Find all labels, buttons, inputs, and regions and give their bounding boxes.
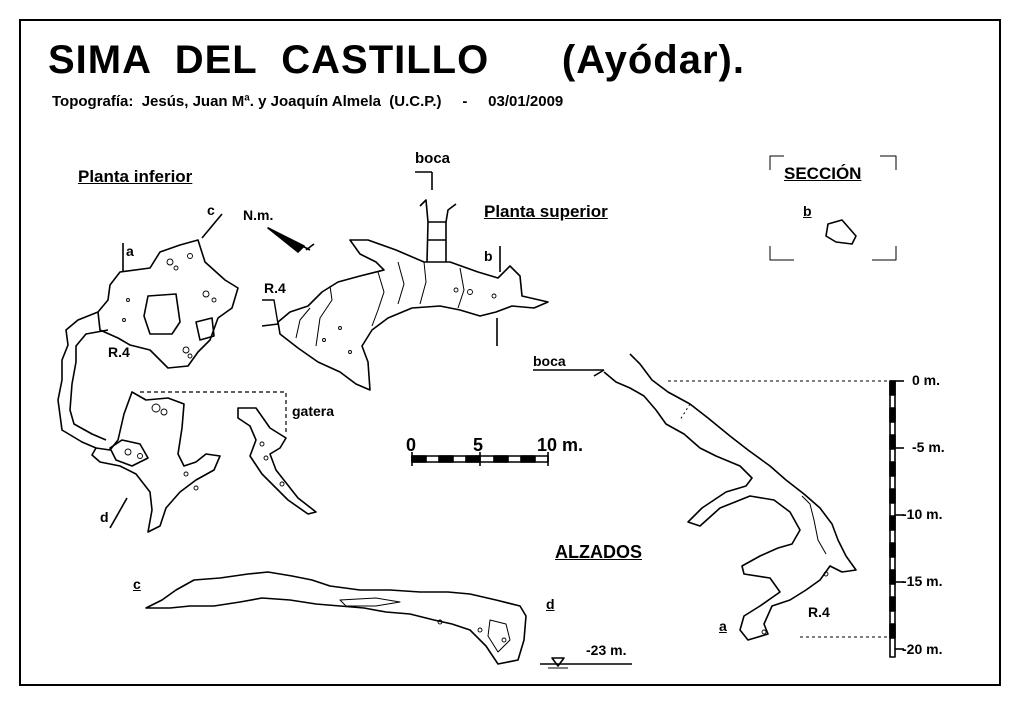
map-title: SIMA DEL CASTILLO (Ayódar). [48, 38, 745, 82]
scale-bar [411, 452, 549, 466]
upper-plan-entrance-label: boca [415, 150, 451, 167]
lower-plan-label-c: c [207, 202, 215, 218]
map-frame [19, 19, 1001, 686]
lower-plan-heading: Planta inferior [78, 167, 193, 186]
upper-plan-outline [261, 171, 549, 391]
section-frame [769, 155, 897, 261]
elevation-entrance-label: boca [533, 353, 566, 369]
elevation-label-r4: R.4 [808, 604, 830, 620]
depth-label-20: -20 m. [902, 641, 943, 657]
lower-plan-label-d: d [100, 509, 109, 525]
survey-credits: Topografía: Jesús, Juan Mª. y Joaquín Al… [52, 93, 564, 110]
floor-blocks [122, 253, 829, 643]
depth-scale-bar [889, 380, 904, 658]
upper-plan-label-r4: R.4 [264, 280, 286, 296]
north-label: N.m. [243, 207, 274, 223]
section-heading: SECCIÓN [784, 164, 862, 183]
elevation-label-d: d [546, 596, 555, 612]
scale-label-0: 0 [406, 435, 417, 455]
elevation-label-a: a [719, 618, 727, 634]
depth-label-0: 0 m. [912, 372, 941, 388]
scale-label-5: 5 [473, 435, 484, 455]
scale-label-10: 10 m. [537, 435, 584, 455]
elevation-depth-label: -23 m. [586, 642, 627, 658]
section-profile [825, 219, 857, 245]
lower-plan-outline [57, 213, 317, 533]
upper-plan-heading: Planta superior [484, 202, 608, 221]
upper-plan-label-b: b [484, 248, 493, 264]
elevation-c-d [145, 571, 632, 669]
lower-plan-label-a: a [126, 243, 134, 259]
elevation-label-c: c [133, 576, 141, 592]
depth-label-10: -10 m. [902, 506, 943, 522]
depth-label-5: -5 m. [912, 439, 945, 455]
elevation-main-shaft [533, 353, 857, 641]
elevations-heading: ALZADOS [555, 542, 642, 562]
north-arrow [267, 227, 315, 253]
section-label-b: b [803, 203, 812, 219]
depth-label-15: -15 m. [902, 573, 943, 589]
lower-plan-label-r4: R.4 [108, 344, 130, 360]
gatera-label: gatera [292, 403, 335, 419]
